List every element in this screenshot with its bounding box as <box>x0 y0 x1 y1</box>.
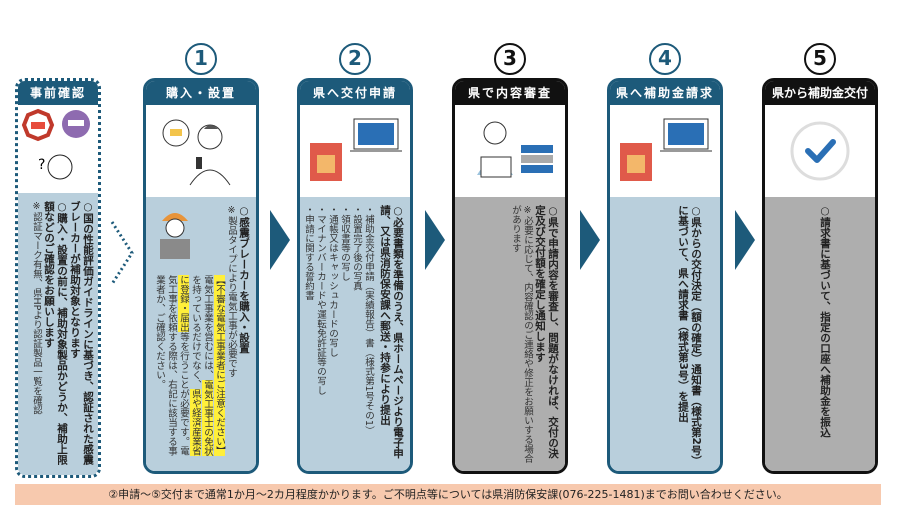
step-3-title: 県で内容審査 <box>455 81 565 105</box>
pre-check-body: ○国の性能評価ガイドラインに基づき、認証された感震ブレーカーが補助対象となります… <box>18 193 98 475</box>
step-4-number: 4 <box>607 40 723 75</box>
pre-check-note: ※認証マーク有無、県HPより認証製品一覧を確認 <box>31 201 42 415</box>
mailbox-laptop-icon <box>620 118 712 181</box>
mailbox-laptop-icon <box>310 118 402 181</box>
step-3-main: ○県で申請内容を審査し、問題がなければ、交付の決定及び交付額を確定し通知します <box>534 205 559 459</box>
list-item: ・申請に関する誓約書 <box>303 205 314 300</box>
svg-text:?: ? <box>38 157 45 173</box>
flow-arrow <box>425 210 445 270</box>
step-2-number: 2 <box>297 40 413 75</box>
step-1-title: 購入・設置 <box>146 81 256 105</box>
list-item: ・マイナンバーカードや運転免許証等の写し <box>315 205 326 395</box>
pre-check-title: 事前確認 <box>18 81 98 105</box>
step-2-card: 県へ交付申請 ○必要書類を準備のうえ、県ホームページより電子申請、又は県消防保安… <box>297 78 413 474</box>
step-1-card: 購入・設置 ○感震ブレーカーを購入・設置 ※製品タイプにより電気工事が必要です … <box>143 78 259 474</box>
pre-check-line-2: ○購入・設置の前に、補助対象製品かどうか、補助上限額などのご確認をお願いします <box>43 201 68 465</box>
reviewer-icon <box>477 121 553 178</box>
step-5-body: ○請求書に基づいて、指定の口座へ補助金を振込 <box>765 197 875 471</box>
step-2-title: 県へ交付申請 <box>300 81 410 105</box>
step-5-title: 県から補助金交付 <box>765 81 875 105</box>
flow-arrow <box>580 210 600 270</box>
step-4-body: ○県からの交付決定（額の確定）通知書（様式第2号）に基づいて、県へ請求書（様式第… <box>610 197 720 471</box>
step-1-note: ※製品タイプにより電気工事が必要です <box>226 205 237 378</box>
step-1-body: ○感震ブレーカーを購入・設置 ※製品タイプにより電気工事が必要です 【不審な電気… <box>146 197 256 471</box>
step-5-card: 県から補助金交付 ○請求書に基づいて、指定の口座へ補助金を振込 <box>762 78 878 474</box>
step-2-body: ○必要書類を準備のうえ、県ホームページより電子申請、又は県消防保安課へ郵送・持参… <box>300 197 410 471</box>
worker-icon <box>160 213 190 259</box>
step-5-number: 5 <box>762 40 878 75</box>
step-3-body: ○県で申請内容を審査し、問題がなければ、交付の決定及び交付額を確定し通知します … <box>455 197 565 471</box>
step-2-document-list: ・補助金交付申請（実績報告）書（様式第1号その1）・設置完了後の写真・領収書等の… <box>302 205 374 463</box>
step-1-main: ○感震ブレーカーを購入・設置 <box>238 205 250 354</box>
list-item: ・領収書等の写し <box>339 205 350 281</box>
step-1-number: 1 <box>143 40 259 75</box>
flow-arrow <box>270 210 290 270</box>
certification-marks-icon: ? <box>21 108 90 180</box>
step-5-main: ○請求書に基づいて、指定の口座へ補助金を振込 <box>819 205 831 438</box>
step-4-card: 県へ補助金請求 ○県からの交付決定（額の確定）通知書（様式第2号）に基づいて、県… <box>607 78 723 474</box>
step-3-note: ※必要に応じて、内容確認のご連絡や修正をお願いする場合があります <box>510 205 533 463</box>
list-item: ・補助金交付申請（実績報告）書（様式第1号その1） <box>363 205 374 436</box>
step-3-number: 3 <box>452 40 568 75</box>
flow-arrow <box>735 210 755 270</box>
list-item: ・通帳又はキャッシュカードの写し <box>327 205 338 357</box>
step-3-card: 県で内容審査 ○県で申請内容を審査し、問題がなければ、交付の決定及び交付額を確定… <box>452 78 568 474</box>
shopping-person-icon <box>162 119 231 186</box>
pre-check-card: 事前確認 ? ○国の性能評価ガイドラインに基づき、認証された感震ブレーカーが補助… <box>15 78 101 478</box>
pre-check-line-1: ○国の性能評価ガイドラインに基づき、認証された感震ブレーカーが補助対象となります <box>69 201 94 465</box>
step-4-title: 県へ補助金請求 <box>610 81 720 105</box>
step-2-main: ○必要書類を準備のうえ、県ホームページより電子申請、又は県消防保安課へ郵送・持参… <box>379 205 404 459</box>
step-1-warning: 【不審な電気工事業者にご注意ください】電気工事業を営むには、電気工事士の免状を持… <box>154 275 225 456</box>
footer-banner: ②申請～⑤交付まで通常1か月～2カ月程度かかります。ご不明点等については県消防保… <box>15 484 881 505</box>
list-item: ・設置完了後の写真 <box>351 205 362 291</box>
dotted-chevron-icon <box>110 221 134 285</box>
checkmark-icon <box>790 121 850 181</box>
step-4-main: ○県からの交付決定（額の確定）通知書（様式第2号）に基づいて、県へ請求書（様式第… <box>677 205 702 461</box>
